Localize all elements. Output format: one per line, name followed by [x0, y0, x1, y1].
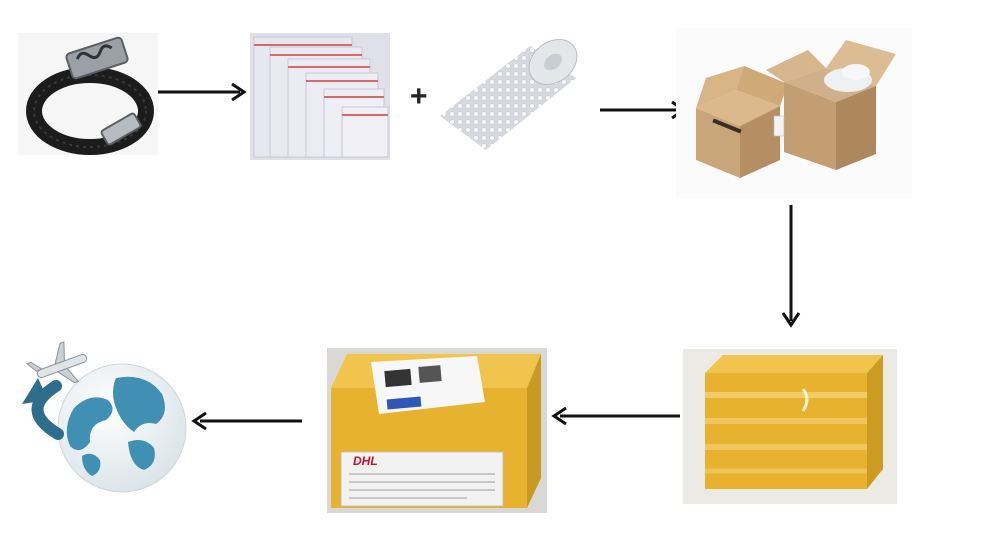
taped-box-image	[683, 349, 897, 504]
plus-symbol: +	[410, 80, 428, 113]
arrow-left-2	[191, 411, 302, 431]
zip-bags-image	[250, 33, 390, 160]
cardboard-boxes-image	[676, 28, 912, 198]
globe-airplane-image	[12, 338, 194, 498]
arrow-right-1	[158, 82, 247, 102]
dhl-logo: DHL	[353, 454, 378, 468]
bracelet-image	[18, 33, 158, 155]
labeled-parcel-image: DHL	[327, 348, 547, 513]
arrow-down	[781, 205, 801, 328]
arrow-left-1	[551, 406, 680, 426]
bubble-wrap-image	[432, 38, 582, 163]
